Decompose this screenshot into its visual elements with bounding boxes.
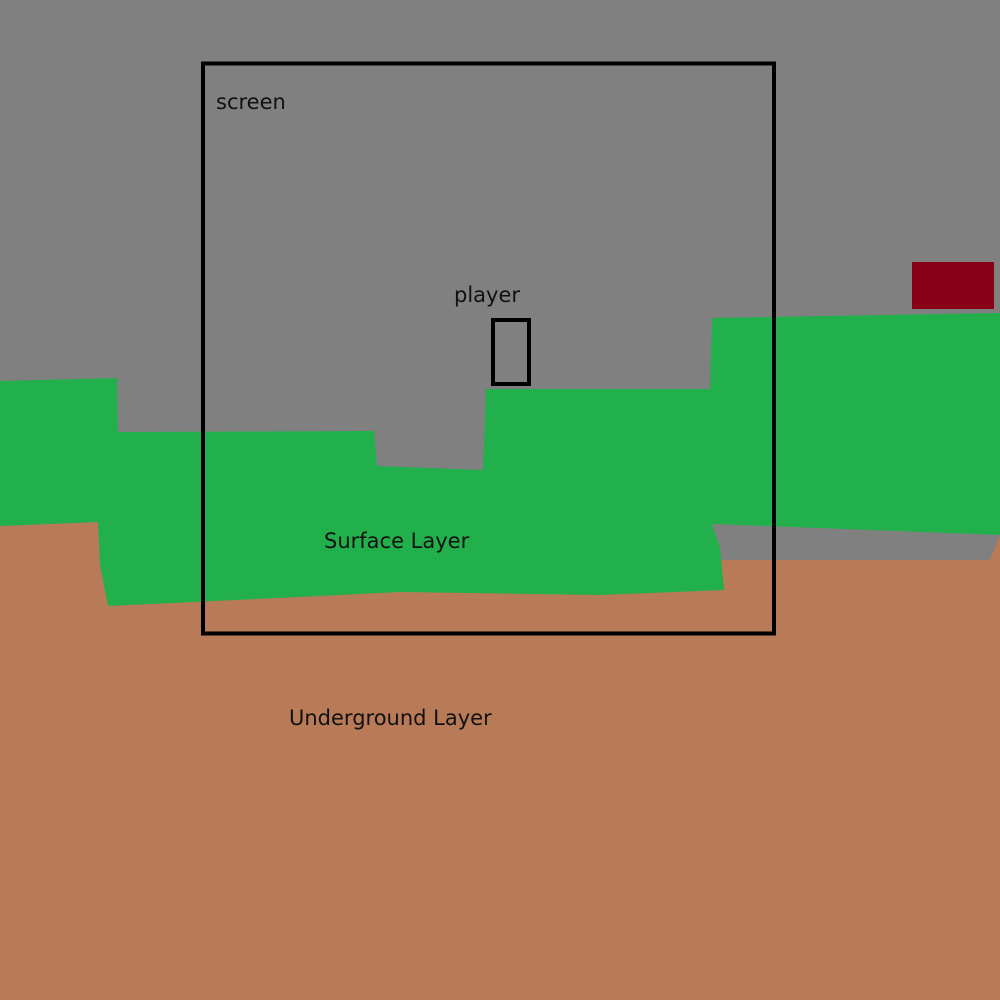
underground-layer-label: Underground Layer (289, 706, 492, 730)
red-block (912, 262, 994, 309)
underground-layer (0, 522, 1000, 1000)
surface-layer-label: Surface Layer (324, 529, 470, 553)
player-label: player (454, 283, 521, 307)
player-box (491, 318, 531, 386)
surface-layer (0, 313, 1000, 606)
screen-viewport-frame (201, 61, 776, 636)
screen-label: screen (216, 90, 286, 114)
